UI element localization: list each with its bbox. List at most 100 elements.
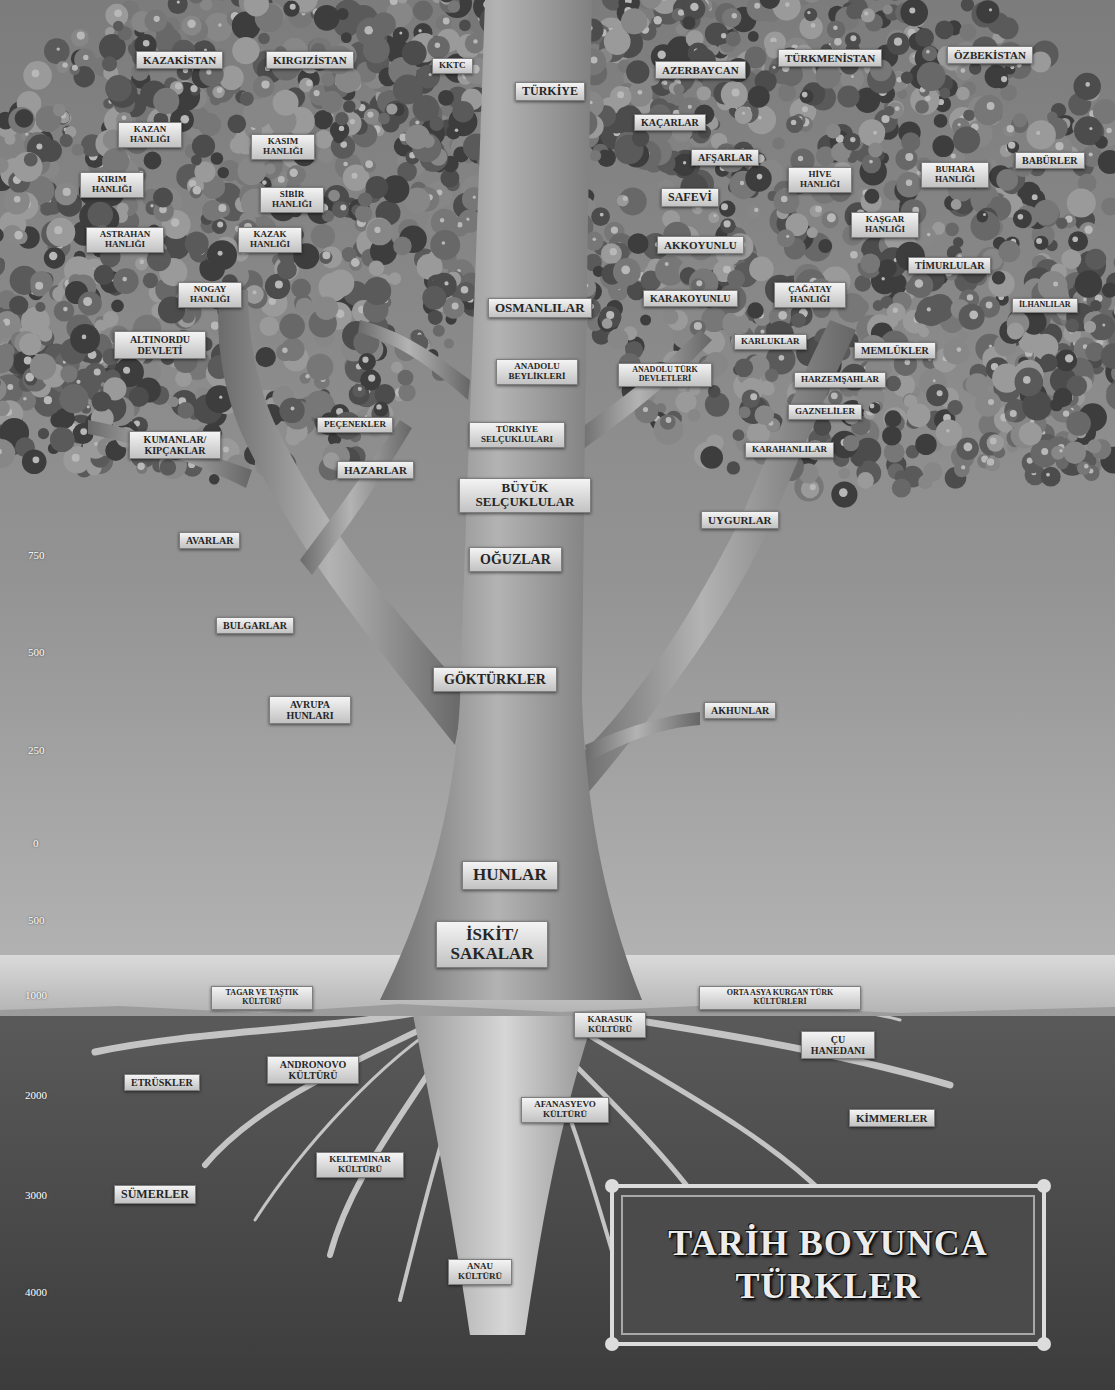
leaf	[976, 190, 992, 206]
leaf	[886, 376, 901, 391]
leaf-highlight	[193, 186, 202, 195]
leaf	[739, 406, 751, 418]
leaf-highlight	[957, 347, 962, 352]
leaf-highlight	[839, 488, 848, 497]
leaf	[1098, 150, 1115, 174]
leaf-highlight	[358, 387, 362, 391]
leaf	[602, 318, 613, 329]
leaf	[1056, 218, 1067, 229]
leaf	[291, 279, 311, 299]
leaf	[883, 4, 893, 14]
leaf	[760, 0, 781, 9]
leaf	[810, 205, 822, 217]
leaf	[279, 398, 304, 423]
leaf	[8, 107, 35, 134]
leaf	[935, 21, 954, 40]
leaf	[719, 201, 735, 217]
leaf	[72, 144, 84, 156]
leaf	[1068, 231, 1088, 251]
leaf-highlight	[275, 280, 283, 288]
leaf-highlight	[457, 222, 462, 227]
leaf-highlight	[937, 390, 943, 396]
leaf-highlight	[282, 348, 287, 353]
leaf-highlight	[721, 203, 728, 210]
leaf-highlight	[444, 281, 448, 285]
leaf	[985, 65, 1008, 88]
leaf	[430, 230, 460, 260]
leaf	[153, 188, 173, 208]
leaf-highlight	[778, 311, 787, 320]
leaf	[988, 271, 1014, 297]
leaf-highlight	[219, 396, 222, 399]
leaf	[791, 313, 806, 328]
leaf	[191, 155, 202, 166]
leaf-highlight	[983, 213, 986, 216]
leaf-highlight	[606, 311, 614, 319]
leaf	[349, 258, 362, 271]
leaf-highlight	[1055, 142, 1063, 150]
leaf	[1034, 236, 1048, 250]
leaf	[708, 385, 721, 398]
leaf	[363, 160, 376, 173]
leaf	[359, 353, 376, 370]
leaf-highlight	[261, 81, 269, 89]
leaf-highlight	[262, 180, 267, 185]
leaf	[60, 134, 73, 147]
leaf-highlight	[757, 174, 763, 180]
leaf	[900, 0, 928, 26]
leaf	[314, 130, 333, 149]
leaf	[358, 192, 372, 206]
leaf	[700, 446, 723, 469]
leaf-highlight	[864, 11, 868, 15]
leaf	[915, 28, 934, 47]
leaf-highlight	[314, 90, 320, 96]
leaf-highlight	[1001, 76, 1007, 82]
leaf	[1114, 255, 1115, 270]
leaf	[238, 157, 267, 186]
leaf-highlight	[926, 50, 930, 54]
leaf	[613, 258, 641, 286]
leaf	[831, 431, 859, 459]
leaf-highlight	[850, 137, 855, 142]
leaf	[398, 384, 415, 401]
leaf-highlight	[291, 406, 295, 410]
leaf	[113, 21, 124, 32]
leaf-highlight	[905, 360, 911, 366]
leaf	[209, 474, 219, 484]
leaf-highlight	[187, 20, 195, 28]
leaf	[444, 339, 454, 349]
leaf	[908, 273, 933, 298]
leaf	[843, 435, 859, 451]
leaf-highlight	[827, 213, 836, 222]
leaf	[919, 327, 930, 338]
leaf	[953, 237, 963, 247]
leaf	[591, 207, 610, 226]
leaf	[244, 0, 269, 17]
leaf	[660, 414, 676, 430]
leaf	[859, 119, 886, 146]
leaf	[953, 126, 980, 153]
leaf	[960, 24, 977, 41]
leaf	[212, 219, 227, 234]
leaf	[828, 391, 843, 406]
leaf-highlight	[114, 9, 122, 17]
leaf	[23, 61, 52, 90]
leaf	[0, 256, 5, 276]
leaf-highlight	[72, 65, 78, 71]
leaf	[44, 38, 70, 64]
leaf-highlight	[415, 120, 419, 124]
leaf-highlight	[723, 265, 731, 273]
leaf	[654, 415, 684, 445]
leaf	[860, 254, 880, 274]
leaf	[923, 462, 942, 481]
leaf	[747, 302, 763, 318]
leaf-highlight	[611, 227, 618, 234]
leaf-highlight	[122, 115, 127, 120]
leaf-highlight	[834, 38, 842, 46]
leaf	[628, 233, 649, 254]
leaf	[975, 391, 1001, 417]
leaf-highlight	[154, 16, 160, 22]
leaf-highlight	[140, 259, 145, 264]
leaf-highlight	[305, 374, 309, 378]
